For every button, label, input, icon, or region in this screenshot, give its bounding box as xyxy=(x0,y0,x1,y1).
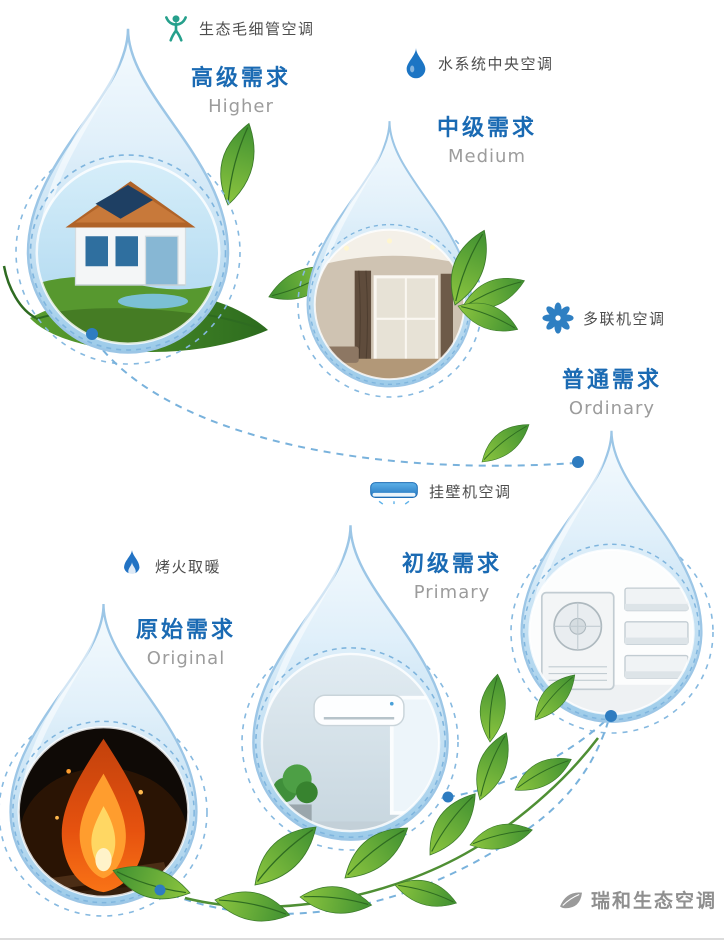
leaf-cluster-right-of-medium xyxy=(437,224,530,342)
vine-leaves xyxy=(107,667,584,931)
flame-icon xyxy=(124,550,140,576)
need-primary: 初级需求 Primary xyxy=(387,546,517,603)
water-drop-icon xyxy=(406,47,426,79)
product-label-medium: 水系统中央空调 xyxy=(438,54,554,73)
wall-ac-icon xyxy=(370,482,418,505)
brand-watermark: 瑞和生态空调 xyxy=(558,886,717,913)
label-group-medium: 水系统中央空调 xyxy=(403,46,554,80)
label-group-higher: 生态毛细管空调 xyxy=(162,12,315,44)
product-label-higher: 生态毛细管空调 xyxy=(199,19,315,38)
need-original: 原始需求 Original xyxy=(121,612,251,669)
need-higher: 高级需求 Higher xyxy=(176,60,306,117)
need-ordinary: 普通需求 Ordinary xyxy=(547,362,677,419)
droplet-ordinary xyxy=(499,424,724,750)
need-subtitle-original: Original xyxy=(146,648,226,669)
product-label-ordinary: 多联机空调 xyxy=(583,309,666,328)
product-label-original: 烤火取暖 xyxy=(155,557,222,576)
leaf-decoration xyxy=(209,118,266,210)
need-title-ordinary: 普通需求 xyxy=(561,368,662,393)
need-subtitle-medium: Medium xyxy=(448,146,526,167)
need-subtitle-ordinary: Ordinary xyxy=(568,398,656,419)
vine-stem xyxy=(184,737,599,909)
need-title-higher: 高级需求 xyxy=(190,66,291,91)
label-group-original: 烤火取暖 xyxy=(118,549,221,583)
flower-icon xyxy=(542,302,574,334)
bonfire-photo xyxy=(18,727,189,897)
leaf-icon xyxy=(560,891,582,908)
need-medium: 中级需求 Medium xyxy=(422,110,552,167)
need-title-primary: 初级需求 xyxy=(401,552,502,577)
need-subtitle-higher: Higher xyxy=(208,96,274,117)
wall-ac-room-photo xyxy=(261,653,440,832)
eco-person-icon xyxy=(165,15,187,42)
eco-villa-photo xyxy=(36,161,220,344)
need-title-medium: 中级需求 xyxy=(436,116,537,141)
leaf-decoration xyxy=(473,415,537,470)
label-group-primary: 挂壁机空调 xyxy=(368,477,512,505)
big-leaf-decoration xyxy=(2,265,268,352)
living-room-photo xyxy=(314,229,465,380)
brand-watermark-text: 瑞和生态空调 xyxy=(591,890,718,912)
leaf-decoration xyxy=(263,258,342,309)
label-group-ordinary: 多联机空调 xyxy=(542,302,666,334)
need-title-original: 原始需求 xyxy=(135,618,236,643)
product-label-primary: 挂壁机空调 xyxy=(429,482,512,501)
multi-split-ac-photo xyxy=(529,549,694,715)
need-subtitle-primary: Primary xyxy=(413,582,491,603)
dashed-rings xyxy=(0,139,714,917)
